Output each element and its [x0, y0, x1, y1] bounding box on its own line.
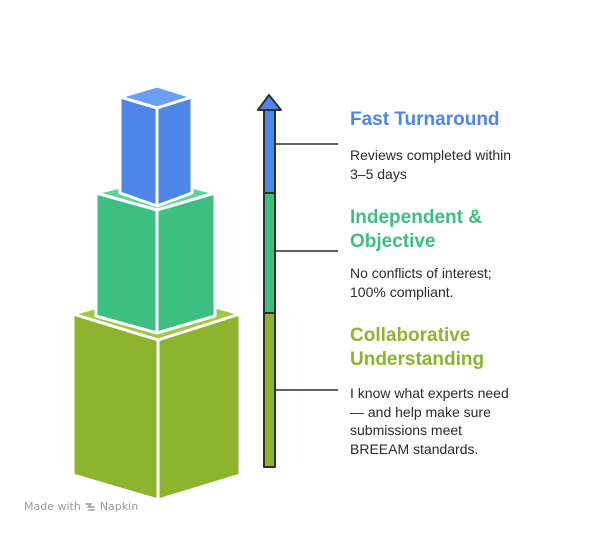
- description-line: No conflicts of interest;: [350, 265, 492, 281]
- description-line: 100% compliant.: [350, 283, 454, 300]
- block-fast-turnaround: [118, 84, 194, 208]
- watermark-brand: Napkin: [99, 500, 139, 513]
- description-line: submissions meet: [350, 422, 463, 438]
- description-collaborative-understanding: I know what experts need — and help make…: [350, 384, 550, 458]
- description-line: BREEAM standards.: [350, 440, 479, 457]
- block-independent: [94, 176, 217, 335]
- progress-arrow: [257, 94, 282, 468]
- watermark: Made with Napkin: [24, 500, 138, 513]
- heading-line: Objective: [350, 231, 436, 252]
- napkin-logo-icon: [85, 503, 95, 511]
- watermark-prefix: Made with: [24, 500, 81, 513]
- heading-line: Independent &: [350, 207, 482, 228]
- description-line: I know what experts need: [350, 385, 509, 401]
- description-fast-turnaround: Reviews completed within 3–5 days: [350, 146, 550, 183]
- description-line: 3–5 days: [350, 165, 407, 182]
- heading-independent-objective: Independent & Objective: [350, 206, 482, 254]
- heading-line: Understanding: [350, 349, 485, 370]
- heading-line: Collaborative: [350, 325, 471, 346]
- heading-fast-turnaround: Fast Turnaround: [350, 109, 500, 130]
- description-independent-objective: No conflicts of interest; 100% compliant…: [350, 264, 550, 301]
- description-line: Reviews completed within: [350, 147, 512, 163]
- description-line: — and help make sure: [350, 403, 491, 420]
- heading-collaborative-understanding: Collaborative Understanding: [350, 324, 484, 372]
- arrow-head-icon: [257, 94, 282, 111]
